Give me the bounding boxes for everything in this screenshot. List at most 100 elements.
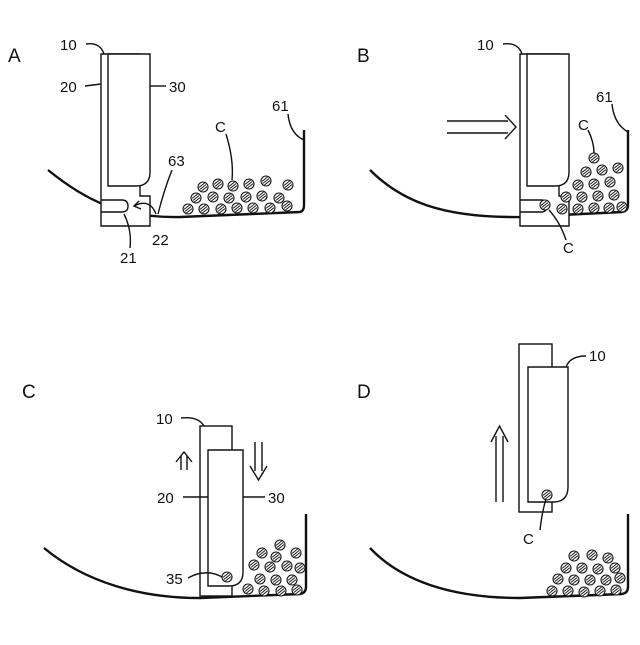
particle: [593, 191, 603, 201]
particle: [561, 192, 571, 202]
particle: [283, 180, 293, 190]
particle: [579, 587, 589, 597]
particle: [613, 163, 623, 173]
particle: [275, 540, 285, 550]
label-c-b: C: [578, 117, 589, 134]
particle: [291, 548, 301, 558]
label-61: 61: [272, 98, 289, 115]
particle: [573, 180, 583, 190]
panel-d: D: [357, 344, 628, 598]
particle: [248, 203, 258, 213]
particle: [561, 563, 571, 573]
container-61: [48, 130, 304, 217]
particle: [241, 192, 251, 202]
particle: [601, 575, 611, 585]
particle: [577, 563, 587, 573]
particle: [224, 193, 234, 203]
particle: [271, 552, 281, 562]
particle: [228, 181, 238, 191]
label-10-c: 10: [156, 411, 173, 428]
leader-20-a: [85, 84, 101, 86]
particle: [213, 179, 223, 189]
panel-letter-a: A: [8, 46, 21, 67]
leader-10-b: [503, 44, 522, 54]
particle: [249, 560, 259, 570]
particle: [557, 204, 567, 214]
label-22: 22: [152, 232, 169, 249]
particle: [609, 190, 619, 200]
leader-63-a: [158, 170, 172, 214]
particle: [257, 191, 267, 201]
particle: [282, 201, 292, 211]
panel-letter-b: B: [357, 46, 370, 67]
panel-c: C: [22, 382, 306, 598]
label-10-b: 10: [477, 37, 494, 54]
up-arrow-icon: [491, 426, 508, 502]
particle: [585, 575, 595, 585]
panel-a: A: [8, 37, 304, 267]
leader-61-a: [288, 114, 304, 140]
particle: [216, 204, 226, 214]
label-61-b: 61: [596, 89, 613, 106]
leader-10-c: [181, 418, 204, 426]
leader-c-a: [226, 134, 232, 180]
label-35-c: 35: [166, 571, 183, 588]
panel-letter-d: D: [357, 382, 371, 403]
label-c2-b: C: [563, 240, 574, 257]
particle: [282, 561, 292, 571]
particle: [243, 584, 253, 594]
particle: [581, 167, 591, 177]
particle: [183, 204, 193, 214]
particles-c: [243, 540, 305, 596]
particle: [593, 564, 603, 574]
captured-particle-b: [540, 200, 550, 210]
particle: [577, 192, 587, 202]
particle: [259, 586, 269, 596]
label-20-c: 20: [157, 490, 174, 507]
particle: [573, 204, 583, 214]
particle: [589, 203, 599, 213]
particle: [617, 202, 627, 212]
particle: [276, 586, 286, 596]
particle: [287, 575, 297, 585]
label-63: 63: [168, 153, 185, 170]
particle: [563, 586, 573, 596]
label-20: 20: [60, 79, 77, 96]
particle: [244, 179, 254, 189]
particle: [198, 182, 208, 192]
particle: [610, 563, 620, 573]
particle: [547, 586, 557, 596]
particle: [553, 574, 563, 584]
down-arrow-icon: [250, 442, 267, 480]
push-arrow-icon: [447, 115, 516, 139]
panel-letter-c: C: [22, 382, 36, 403]
particle: [292, 585, 302, 595]
label-21: 21: [120, 250, 137, 267]
probe-front-plate-30-c: [208, 450, 243, 586]
leader-c-b: [588, 130, 594, 153]
probe-front-plate-d: [528, 367, 568, 502]
particle: [191, 193, 201, 203]
label-10: 10: [60, 37, 77, 54]
particle: [587, 550, 597, 560]
leader-10-d: [566, 356, 586, 367]
particle: [597, 165, 607, 175]
panel-b: B: [357, 37, 628, 257]
probe-front-plate-b: [527, 54, 569, 186]
particle: [199, 204, 209, 214]
particle: [271, 575, 281, 585]
particle: [569, 575, 579, 585]
particles-d: [547, 550, 625, 597]
particle: [265, 562, 275, 572]
particle: [274, 193, 284, 203]
label-10-d: 10: [589, 348, 606, 365]
label-30-c: 30: [268, 490, 285, 507]
particle: [257, 548, 267, 558]
particle: [603, 553, 613, 563]
probe-front-plate-30: [108, 54, 150, 186]
particle: [615, 573, 625, 583]
particle: [611, 585, 621, 595]
label-c-d: C: [523, 531, 534, 548]
